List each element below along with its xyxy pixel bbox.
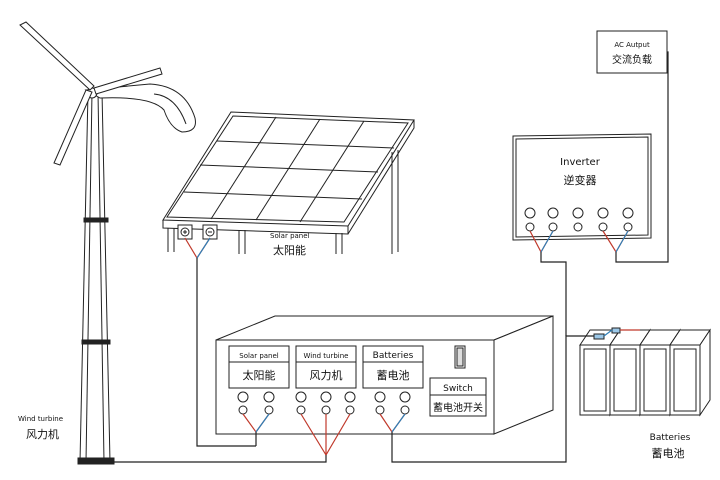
batteries-label-en: Batteries [650,433,691,443]
wind-turbine-label-cn: 风力机 [26,427,59,441]
controller-batt-label-cn: 蓄电池 [377,369,410,382]
controller-solar-label-cn: 太阳能 [243,368,276,382]
inverter-label-en: Inverter [560,157,601,168]
wind-turbine-label-en: Wind turbine [18,415,63,423]
controller-wind-label-en: Wind turbine [303,352,348,360]
solar-panel-label-en: Solar panel [270,232,310,240]
ac-output-label-en: AC Autput [614,41,650,49]
inverter-label-cn: 逆变器 [564,173,597,187]
switch-label-cn: 蓄电池开关 [433,401,483,414]
battery-cell [669,328,711,417]
ac-output-label-cn: 交流负载 [612,53,652,66]
solar-panel-label-cn: 太阳能 [273,243,306,257]
controller-wind-label-cn: 风力机 [310,368,343,382]
wiring [110,51,669,463]
batteries-label-cn: 蓄电池 [652,447,685,460]
ac-output-box [596,30,668,74]
solar-panel [162,111,415,254]
wind-turbine [19,21,196,465]
controller-batt-label-en: Batteries [373,351,414,361]
controller-solar-label-en: Solar panel [239,352,279,360]
switch-label-en: Switch [443,384,473,394]
controller-box [215,315,554,435]
battery-bank [579,327,711,417]
inverter [512,133,652,241]
